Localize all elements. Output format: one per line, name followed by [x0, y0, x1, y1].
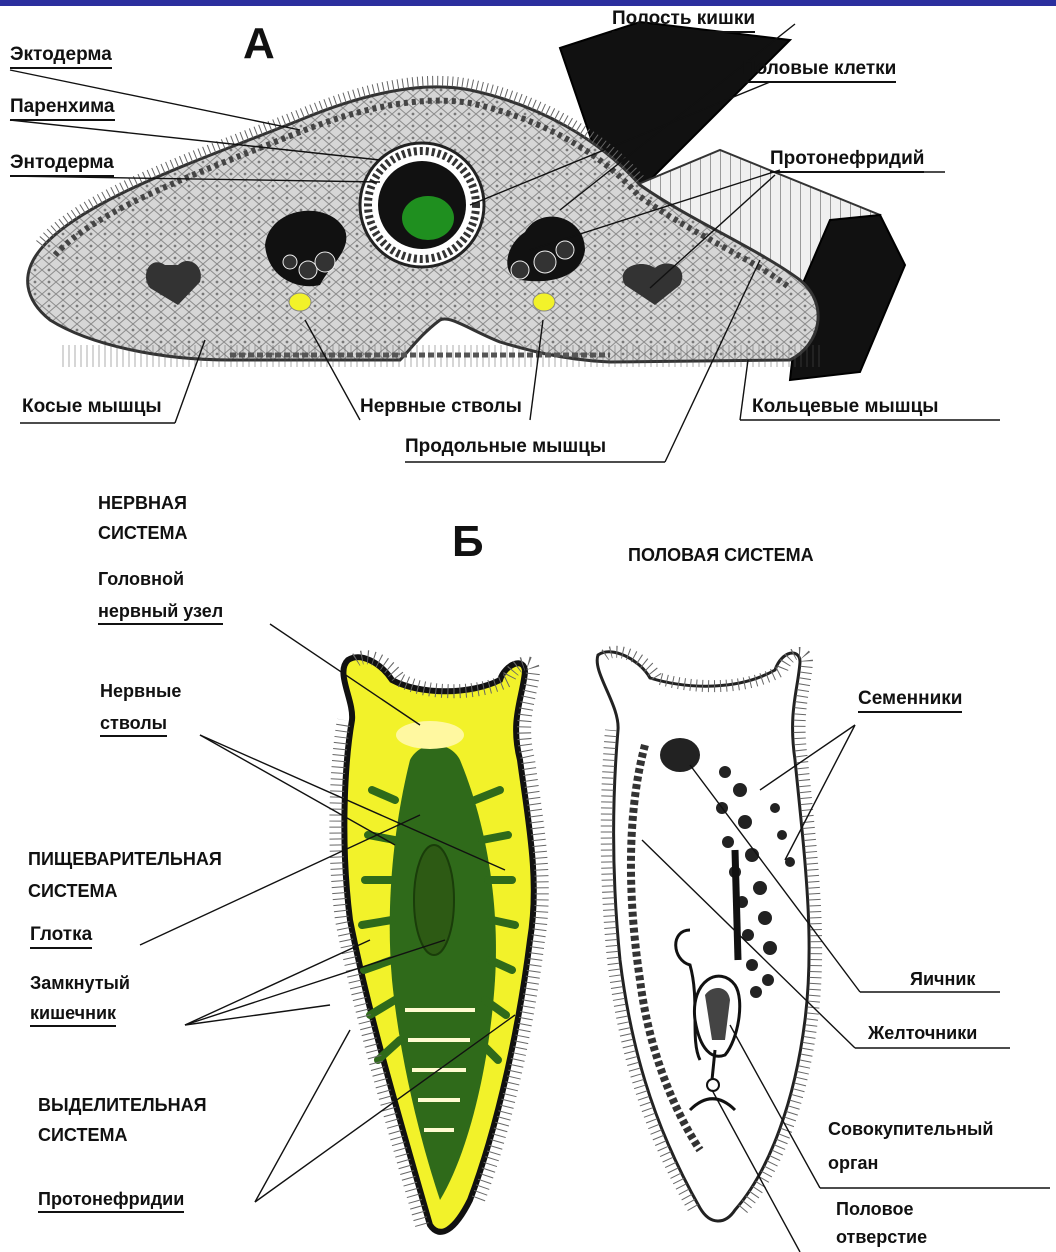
worm-left [336, 657, 541, 1232]
label-nerve-trunks-b-1: Нервные [100, 680, 181, 702]
label-testes: Семенники [858, 688, 962, 713]
label-nervous-system-1: НЕРВНАЯ [98, 492, 187, 514]
label-pharynx: Глотка [30, 924, 92, 949]
label-nerve-trunks-b-2: стволы [100, 712, 167, 737]
label-copulatory-2: орган [828, 1152, 878, 1174]
label-closed-gut-1: Замкнутый [30, 972, 130, 994]
label-oblique-muscles: Косые мышцы [22, 396, 162, 418]
label-genital-opening-2: отверстие [836, 1226, 927, 1248]
label-yolk-glands: Желточники [868, 1022, 977, 1044]
label-head-ganglion-2: нервный узел [98, 600, 223, 625]
label-parenchyma: Паренхима [10, 96, 115, 121]
label-ovary: Яичник [910, 968, 975, 990]
label-sex-cells: Половые клетки [742, 58, 896, 83]
panel-a-letter: А [243, 22, 275, 66]
label-gut-cavity: Полость кишки [612, 8, 755, 33]
label-longitudinal-muscles: Продольные мышцы [405, 436, 606, 458]
label-head-ganglion-1: Головной [98, 568, 184, 590]
label-ectoderm: Эктодерма [10, 44, 112, 69]
label-nerve-trunks-a: Нервные стволы [360, 396, 522, 418]
label-genital-opening-1: Половое [836, 1198, 914, 1220]
label-reproductive-system: ПОЛОВАЯ СИСТЕМА [628, 544, 814, 566]
label-excretory-1: ВЫДЕЛИТЕЛЬНАЯ [38, 1094, 207, 1116]
panel-b-letter: Б [452, 520, 484, 564]
label-copulatory-1: Совокупительный [828, 1118, 993, 1140]
label-protonephridia: Протонефридии [38, 1188, 184, 1213]
label-digestive-1: ПИЩЕВАРИТЕЛЬНАЯ [28, 848, 222, 870]
label-protonephridium: Протонефридий [770, 148, 924, 173]
label-digestive-2: СИСТЕМА [28, 880, 117, 902]
label-closed-gut-2: кишечник [30, 1002, 116, 1027]
label-ring-muscles: Кольцевые мышцы [752, 396, 939, 418]
label-entoderm: Энтодерма [10, 152, 114, 177]
worm-right [597, 652, 816, 1221]
label-excretory-2: СИСТЕМА [38, 1124, 127, 1146]
label-nervous-system-2: СИСТЕМА [98, 522, 187, 544]
